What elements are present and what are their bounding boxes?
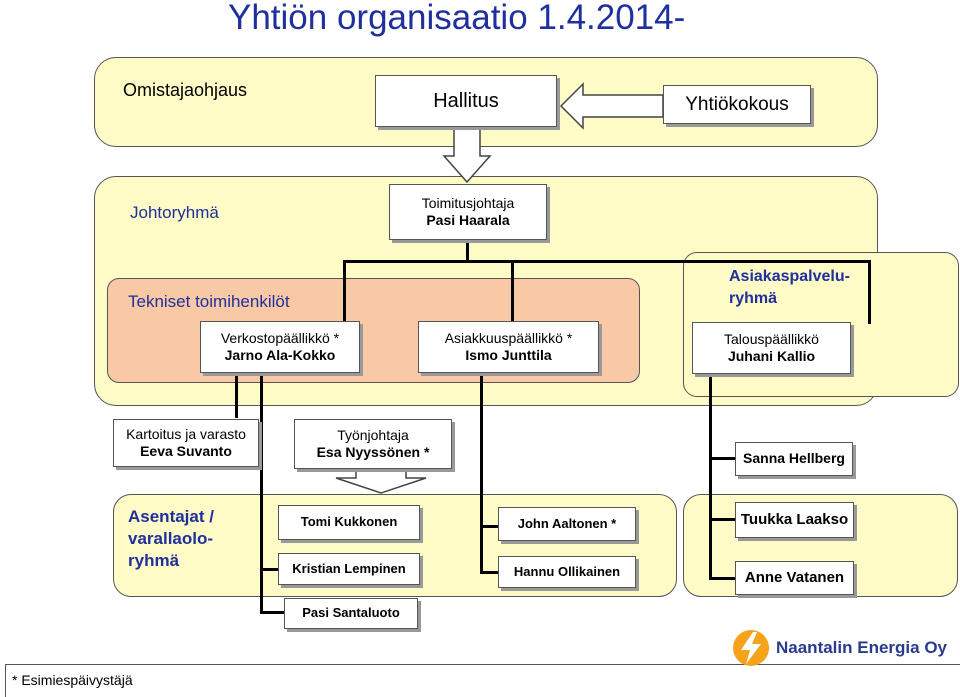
customer-service-label: Asiakaspalvelu- ryhmä <box>729 266 850 309</box>
anne-name: Anne Vatanen <box>744 568 845 586</box>
down-arrow-icon <box>335 470 427 494</box>
ceo-box: Toimitusjohtaja Pasi Haarala <box>389 184 547 240</box>
board-box: Hallitus <box>375 75 557 127</box>
hannu-box: Hannu Ollikainen <box>498 556 636 588</box>
connector-line <box>480 571 498 574</box>
connector-line <box>709 457 735 460</box>
page-title: Yhtiön organisaatio 1.4.2014- <box>228 0 686 37</box>
ceo-title: Toimitusjohtaja <box>421 194 515 211</box>
connector-line <box>343 260 346 322</box>
tomi-name: Tomi Kukkonen <box>300 514 398 530</box>
down-arrow-icon <box>442 126 492 184</box>
foreman-name: Esa Nyyssönen * <box>316 444 430 460</box>
logo-icon <box>733 630 769 666</box>
installers-label-line3: ryhmä <box>128 551 180 571</box>
management-group-label: Johtoryhmä <box>130 203 219 222</box>
hannu-name: Hannu Ollikainen <box>513 563 621 579</box>
kristian-name: Kristian Lempinen <box>292 560 406 576</box>
kristian-box: Kristian Lempinen <box>278 553 420 585</box>
ceo-name: Pasi Haarala <box>426 212 510 228</box>
installers-group-label: Asentajat / varallaolo- ryhmä <box>128 506 214 572</box>
technical-staff-label: Tekniset toimihenkilöt <box>128 292 290 311</box>
john-box: John Aaltonen * <box>498 507 636 541</box>
footnote-text: * Esimiespäivystäjä <box>12 672 133 688</box>
footnote-box <box>5 664 960 697</box>
connector-line <box>235 374 238 418</box>
connector-line <box>868 260 871 324</box>
customer-service-label-line2: ryhmä <box>729 289 778 307</box>
connector-line <box>260 374 263 614</box>
board-label: Hallitus <box>433 89 499 112</box>
pasi-name: Pasi Santaluoto <box>302 605 400 621</box>
connector-line <box>260 568 278 571</box>
foreman-title: Työnjohtaja <box>337 426 409 443</box>
survey-warehouse-title: Kartoitus ja varasto <box>126 425 246 442</box>
installers-label-line1: Asentajat / <box>128 507 214 526</box>
customer-service-label-line1: Asiakaspalvelu- <box>729 268 850 285</box>
connector-line <box>480 374 483 574</box>
tuukka-box: Tuukka Laakso <box>735 502 854 538</box>
finance-manager-name: Juhani Kallio <box>727 348 816 364</box>
finance-manager-title: Talouspäällikkö <box>724 330 819 347</box>
customer-manager-name: Ismo Junttila <box>465 347 552 363</box>
pasi-box: Pasi Santaluoto <box>284 598 418 629</box>
finance-manager-box: Talouspäällikkö Juhani Kallio <box>692 322 851 374</box>
anne-box: Anne Vatanen <box>735 561 854 595</box>
left-arrow-icon <box>559 82 664 130</box>
connector-line <box>709 577 735 580</box>
tomi-box: Tomi Kukkonen <box>278 505 420 540</box>
survey-warehouse-box: Kartoitus ja varasto Eeva Suvanto <box>113 419 259 467</box>
connector-line <box>466 240 469 262</box>
connector-line <box>343 260 870 263</box>
network-manager-box: Verkostopäällikkö * Jarno Ala-Kokko <box>200 321 360 373</box>
connector-line <box>511 260 514 322</box>
installers-label-line2: varallaolo- <box>128 529 214 549</box>
survey-warehouse-name: Eeva Suvanto <box>140 443 232 459</box>
foreman-box: Työnjohtaja Esa Nyyssönen * <box>294 419 452 469</box>
sanna-box: Sanna Hellberg <box>735 442 853 476</box>
shareholders-meeting-box: Yhtiökokous <box>663 85 811 124</box>
sanna-name: Sanna Hellberg <box>743 450 845 467</box>
john-name: John Aaltonen * <box>517 515 617 531</box>
shareholders-meeting-label: Yhtiökokous <box>685 93 789 115</box>
connector-line <box>260 611 284 614</box>
connector-line <box>480 525 498 528</box>
customer-manager-title: Asiakkuuspäällikkö * <box>444 329 573 346</box>
connector-line <box>709 518 735 521</box>
network-manager-title: Verkostopäällikkö * <box>220 329 340 346</box>
logo-text: Naantalin Energia Oy <box>776 638 947 657</box>
customer-manager-box: Asiakkuuspäällikkö * Ismo Junttila <box>418 321 599 373</box>
connector-line <box>709 376 712 580</box>
ownership-label: Omistajaohjaus <box>123 80 248 100</box>
network-manager-name: Jarno Ala-Kokko <box>224 347 336 363</box>
tuukka-name: Tuukka Laakso <box>740 510 849 528</box>
